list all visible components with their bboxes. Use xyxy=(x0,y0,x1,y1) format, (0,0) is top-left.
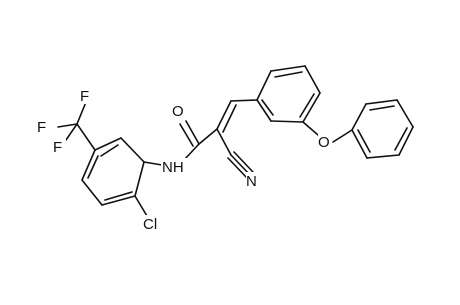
bond-ring2-a xyxy=(256,70,272,101)
bond-ring-to-ether-o xyxy=(302,121,319,136)
bond-nitrile-2 xyxy=(233,151,254,173)
bond-ring3-b xyxy=(365,99,398,105)
bond-ring1-f xyxy=(81,149,96,181)
bond-ring2-c xyxy=(304,65,321,94)
bond-ring3-inner-3 xyxy=(357,129,371,153)
bond-ring-to-cl xyxy=(134,195,148,217)
bond-ring3-a xyxy=(351,103,367,131)
atom-label-carbonyl-oxygen: O xyxy=(172,103,184,120)
atom-label-nitrile-nitrogen: N xyxy=(246,173,257,190)
bond-ring2-b xyxy=(270,65,306,72)
bond-ring2-inner-2 xyxy=(299,93,315,118)
bond-ring1-e xyxy=(81,179,103,206)
bond-alkene-2 xyxy=(222,104,237,133)
bond-ring1-d xyxy=(101,195,136,206)
bond-ring2-e xyxy=(270,120,304,123)
bond-alkene-to-ring xyxy=(230,99,258,102)
bond-ring2-inner-1 xyxy=(274,71,303,78)
bond-ring1-inner-3 xyxy=(87,155,99,179)
bond-nitrile-1 xyxy=(230,154,251,176)
bond-ring3-e xyxy=(366,154,400,159)
bond-ring1-inner-2 xyxy=(104,191,133,201)
bond-nh-to-carbonyl xyxy=(183,143,200,161)
bond-ether-o-to-phenyl xyxy=(332,129,353,143)
atom-label-amide-nh: NH xyxy=(162,159,184,176)
bond-ring3-inner-1 xyxy=(369,105,395,111)
bond-ring2-d xyxy=(302,92,321,123)
bond-ring2-inner-3 xyxy=(261,99,274,116)
bond-ring2-f xyxy=(256,99,272,122)
bond-ring1-b xyxy=(120,137,145,163)
bond-carbonyl-co-1 xyxy=(185,120,200,145)
atom-label-f-top: F xyxy=(80,88,89,105)
bond-alkene-1 xyxy=(216,100,232,130)
bond-cf3-f-mid xyxy=(65,123,78,141)
bond-ring1-a xyxy=(94,137,122,151)
bond-cf3-f-top xyxy=(76,101,87,125)
atom-label-f-mid: F xyxy=(53,139,62,156)
bond-cf3-f-left xyxy=(57,123,78,128)
bond-ring3-f xyxy=(351,129,368,159)
bond-nitrile-3 xyxy=(227,157,248,179)
bond-alpha-to-cn xyxy=(216,128,232,156)
bond-ring1-inner-1 xyxy=(100,144,119,157)
bond-carbonyl-to-alpha xyxy=(198,128,218,145)
bond-cf3-to-ring xyxy=(76,123,96,151)
atom-label-ether-oxygen: O xyxy=(318,134,330,151)
bond-ring3-inner-2 xyxy=(394,127,408,151)
atom-label-f-left: F xyxy=(37,119,46,136)
bond-ring3-d xyxy=(398,126,414,156)
bond-ring1-c xyxy=(134,161,145,197)
bond-ring-to-nh xyxy=(143,161,163,166)
atom-label-chlorine: Cl xyxy=(143,216,157,233)
bonds xyxy=(57,65,414,217)
atom-labels: F F F Cl NH O N O xyxy=(37,87,332,233)
bond-carbonyl-co-2 xyxy=(179,123,194,147)
bond-ring3-c xyxy=(396,99,414,128)
